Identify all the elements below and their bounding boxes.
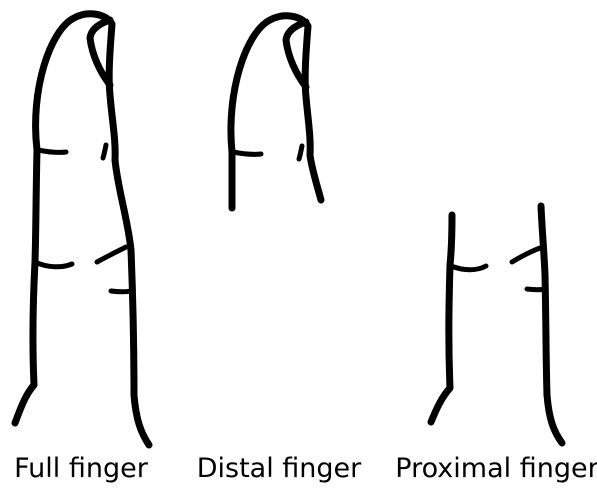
full-finger-distal-crease-right	[103, 145, 106, 158]
full-finger-proximal-crease-right	[97, 247, 126, 262]
full-finger-label: Full finger	[14, 452, 148, 486]
proximal-finger-label: Proximal finger	[395, 452, 597, 486]
distal-finger-crease-right	[299, 146, 302, 159]
proximal-finger-crease-left	[451, 266, 486, 270]
proximal-finger-drawing	[431, 206, 562, 443]
proximal-finger-crease-right	[512, 248, 540, 262]
full-finger-proximal-crease-lower	[111, 291, 132, 292]
full-finger-distal-crease	[38, 150, 66, 152]
proximal-finger-left-edge	[431, 215, 452, 422]
full-finger-outline	[36, 14, 149, 445]
proximal-finger-crease-lower	[527, 289, 546, 290]
distal-finger-outline	[231, 16, 321, 200]
full-finger-drawing	[15, 14, 149, 445]
distal-finger-drawing	[231, 16, 321, 208]
distal-finger-label: Distal finger	[197, 452, 362, 486]
distal-finger-crease	[233, 152, 261, 154]
full-finger-left-edge	[15, 150, 37, 423]
proximal-finger-right-edge	[541, 206, 562, 443]
full-finger-proximal-crease	[35, 262, 72, 267]
